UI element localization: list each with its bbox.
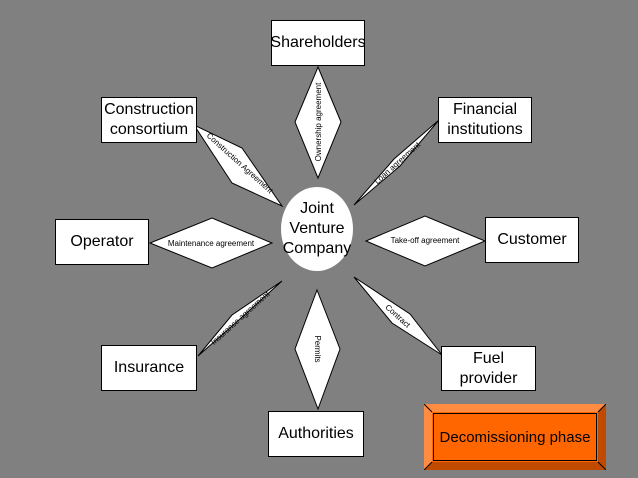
insurance-box: Insurance [101,345,197,391]
construction-consortium-box: Construction consortium [101,97,197,143]
bevel-edges [424,404,606,470]
insurance-diamond [197,280,283,357]
permits-diamond [294,288,341,411]
decommissioning-phase-face[interactable]: Decomissioning phase [433,413,597,461]
decommissioning-phase-label: Decomissioning phase [439,428,591,446]
operator-box: Operator [55,219,149,265]
customer-label: Customer [497,231,567,248]
ownership-diamond [294,65,342,180]
decommissioning-phase-button[interactable]: Decomissioning phase [424,404,606,470]
center-line-1: Joint [300,200,334,217]
financial-institutions-box: Financial institutions [438,97,532,143]
loan-label: Loan agreement [373,140,423,186]
shareholders-box: Shareholders [270,20,366,66]
authorities-label: Authorities [278,425,354,442]
maintenance-diamond [148,217,274,269]
customer-box: Customer [485,217,579,263]
financial-institutions-line-1: Financial [452,101,518,118]
takeoff-label: Take-off agreement [391,236,461,245]
center-line-3: Company [282,240,352,257]
fuel-provider-label: Fuel provider [459,349,518,387]
loan-diamond [353,119,440,206]
construction-consortium-line-2: consortium [109,121,189,138]
joint-venture-company: Joint Venture Company [281,187,353,271]
shareholders-label: Shareholders [270,34,366,51]
maintenance-label: Maintenance agreement [168,239,255,248]
ownership-label: Ownership agreement [314,82,323,161]
financial-institutions-line-2: institutions [447,121,523,138]
center-line-2: Venture [289,220,345,237]
construction-consortium-line-1: Construction [104,101,194,118]
insurance-label: Insurance agreement [209,289,272,347]
operator-label: Operator [70,233,134,250]
construction-diamond [192,123,284,208]
insurance-label-text: Insurance [113,359,185,376]
fuel-provider-box: Fuel provider [441,346,536,391]
authorities-box: Authorities [268,411,364,457]
permits-label: Permits [313,335,322,362]
